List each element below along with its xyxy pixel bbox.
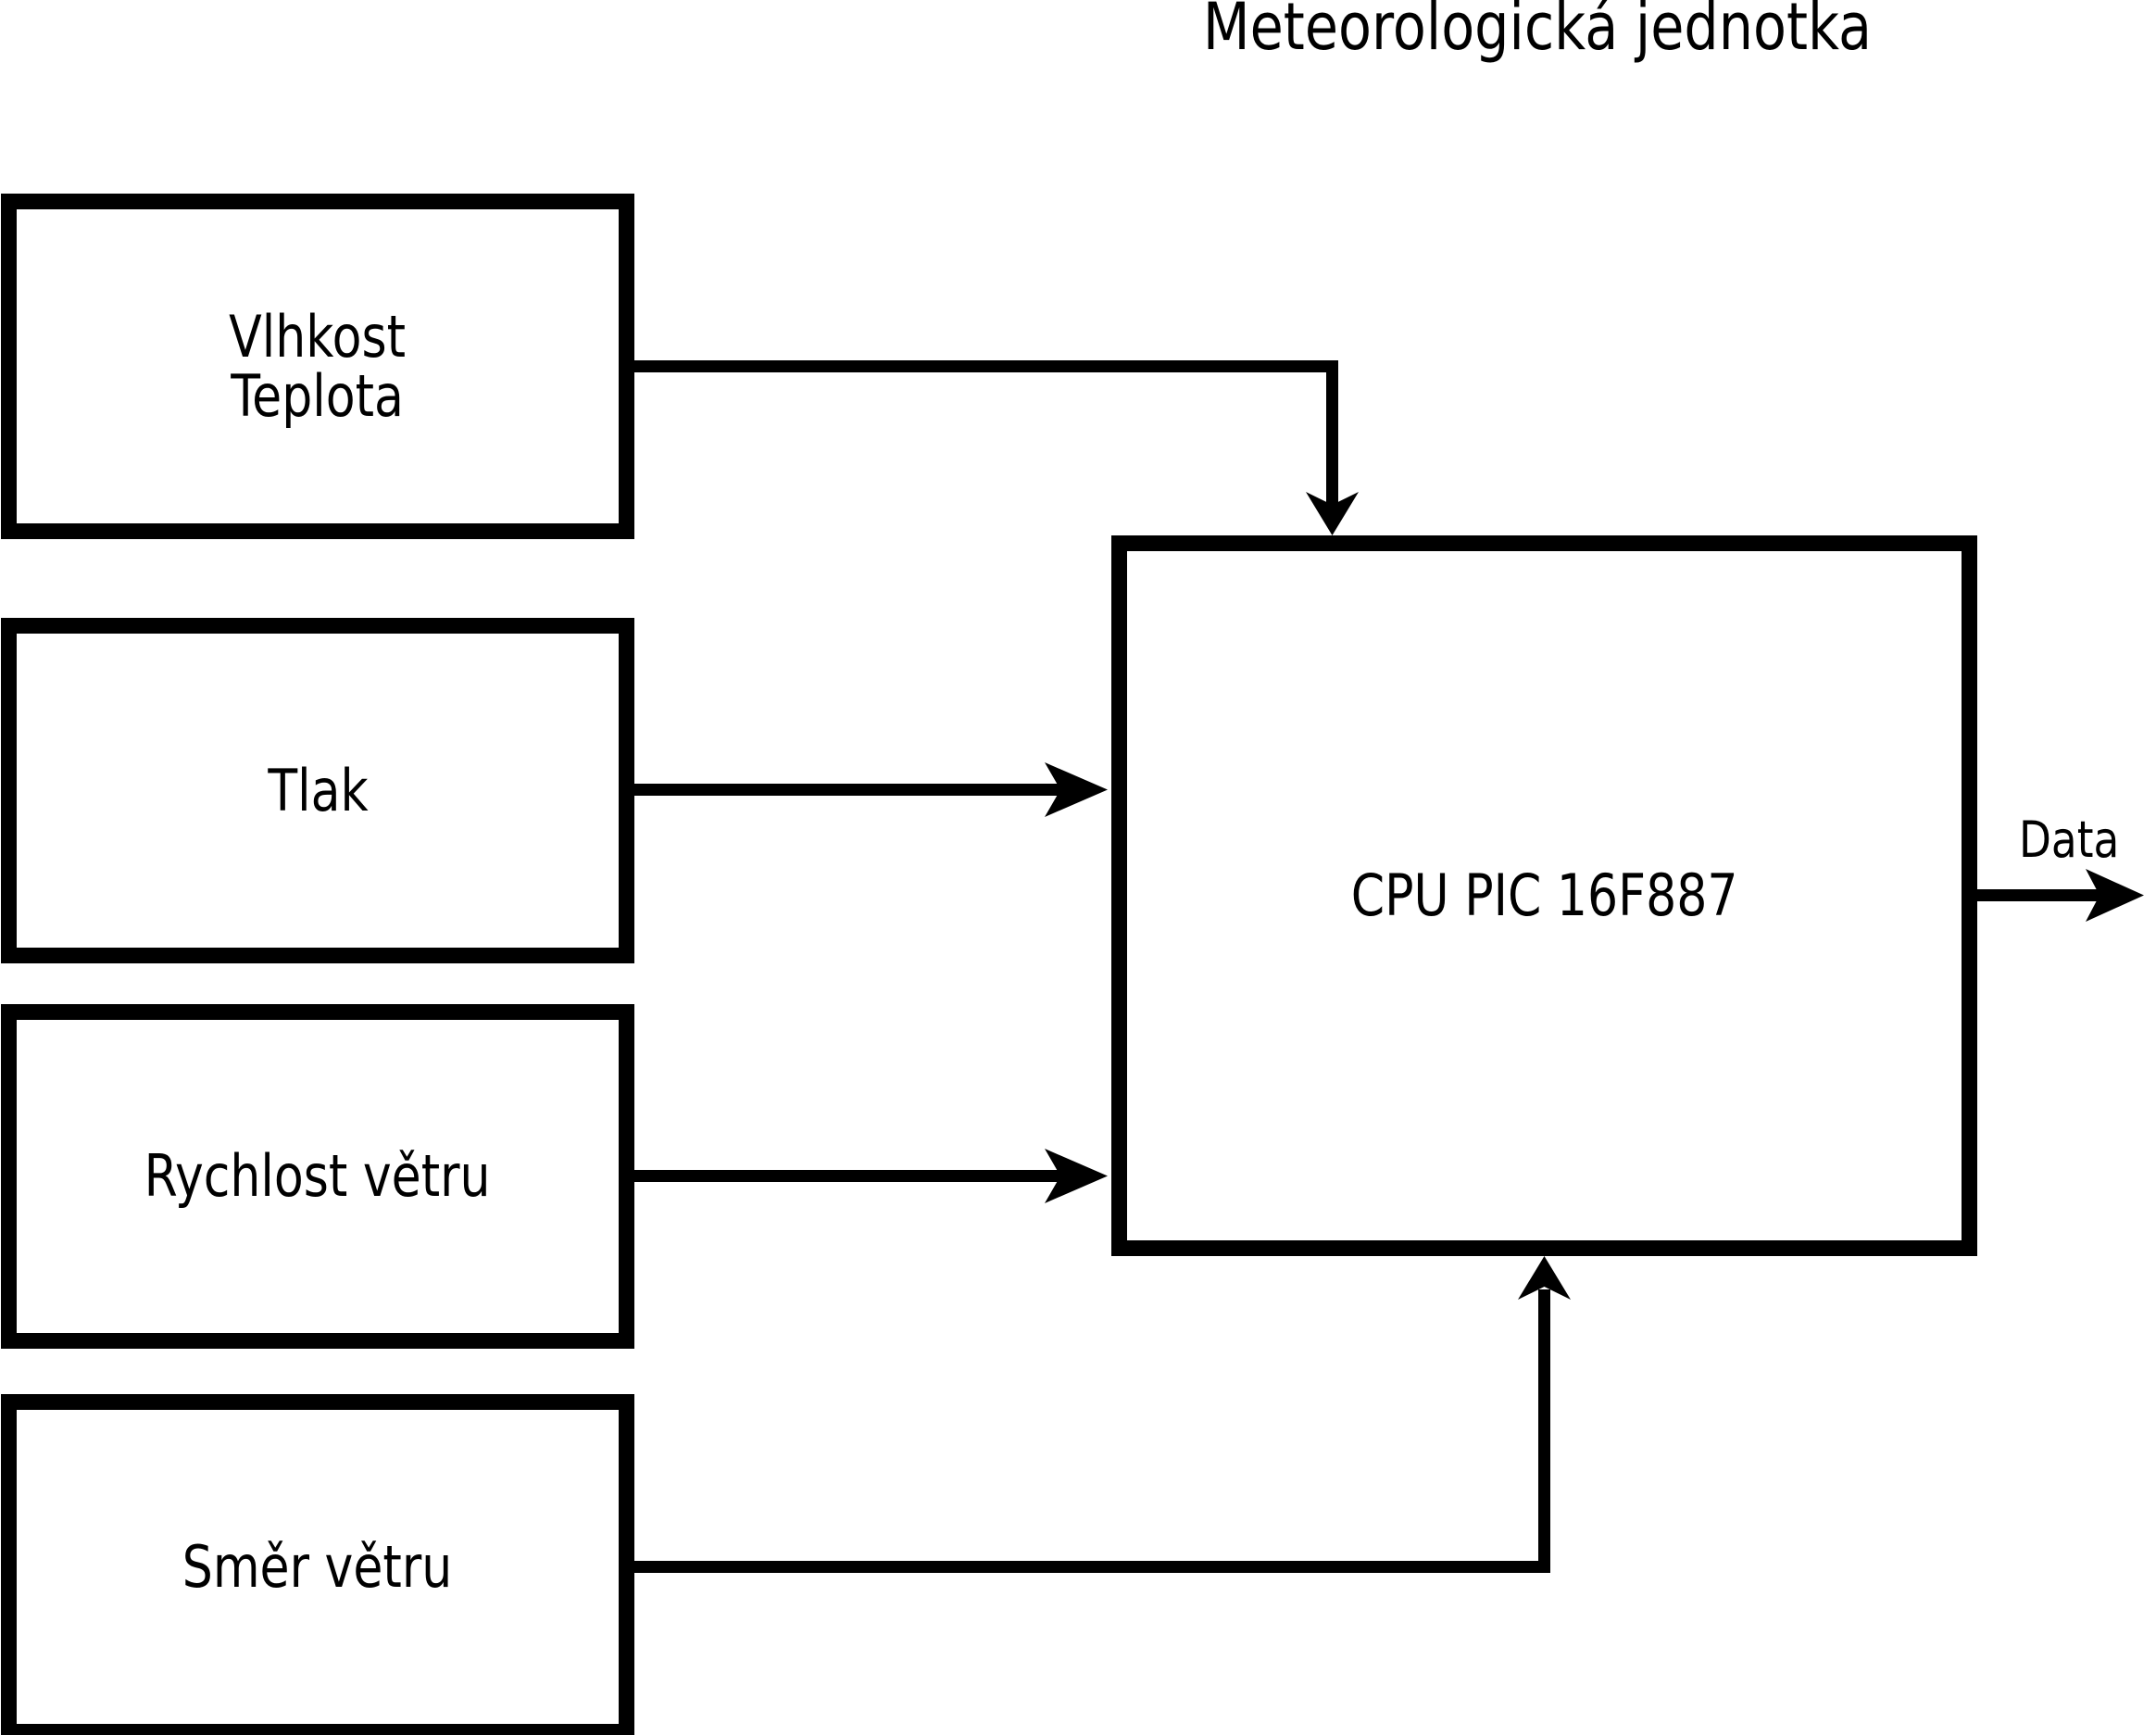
- sensor-label-line: Teplota: [231, 361, 405, 430]
- arrowhead-down-icon: [1306, 492, 1359, 535]
- connector-rychlost-to-cpu: [634, 1149, 1108, 1203]
- data-output-label: Data: [2019, 811, 2120, 869]
- sensor-box-tlak: Tlak: [1, 618, 634, 963]
- cpu-box: CPU PIC 16F887: [1111, 535, 1977, 1256]
- sensor-box-rychlost-vetru: Rychlost větru: [1, 1004, 634, 1349]
- connector-vlhkost-to-cpu: [634, 360, 1359, 535]
- connector-cpu-to-data: [1977, 869, 2144, 922]
- sensor-box-label: Směr větru: [182, 1532, 453, 1601]
- arrowhead-right-icon: [1045, 1149, 1108, 1203]
- arrowhead-right-icon: [2086, 869, 2144, 922]
- sensor-box-label: Rychlost větru: [144, 1142, 491, 1210]
- sensor-box-smer-vetru: Směr větru: [1, 1394, 634, 1735]
- sensor-label-line: Vlhkost: [229, 302, 407, 371]
- arrowhead-up-icon: [1518, 1256, 1571, 1300]
- sensor-box-vlhkost-teplota: Vlhkost Teplota: [1, 194, 634, 539]
- cpu-label: CPU PIC 16F887: [1350, 861, 1738, 929]
- arrowhead-right-icon: [1045, 762, 1108, 817]
- connector-tlak-to-cpu: [634, 762, 1108, 817]
- diagram-title: Meteorologická jednotka: [1202, 0, 1873, 65]
- connector-smer-to-cpu: [634, 1256, 1571, 1573]
- sensor-box-label: Tlak: [267, 756, 369, 824]
- sensor-box-label: Vlhkost Teplota: [229, 302, 407, 430]
